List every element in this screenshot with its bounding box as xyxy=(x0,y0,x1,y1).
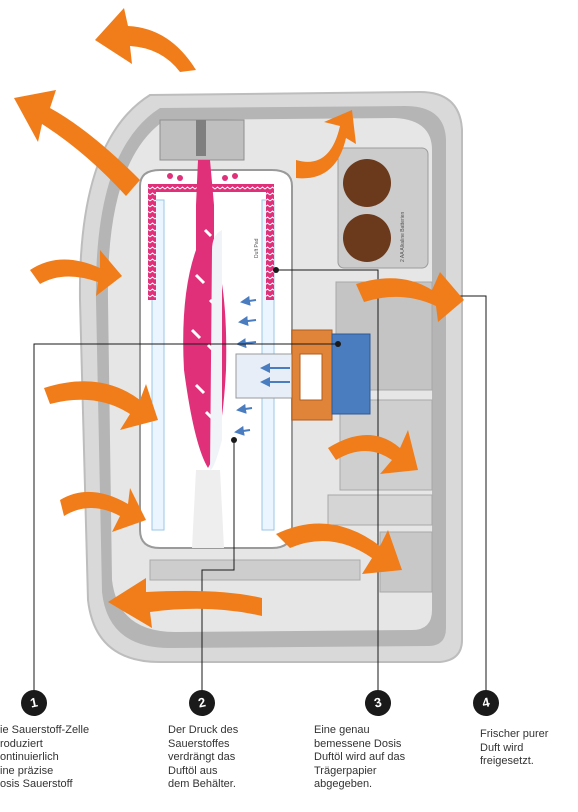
callout-anchor-3 xyxy=(273,267,279,273)
arrow-bottom-left xyxy=(108,578,262,628)
battery-bottom xyxy=(343,214,391,262)
fragrance-wick-right xyxy=(266,188,274,300)
scent-arrows xyxy=(14,8,464,628)
arrow-top-left xyxy=(95,8,196,72)
arrow-top-right xyxy=(296,110,356,179)
canister-neck xyxy=(192,470,224,548)
oxygen-tube xyxy=(235,353,295,399)
top-dots xyxy=(167,173,238,181)
callout-text-3: Eine genau bemessene Dosis Duftöl wird a… xyxy=(314,724,406,790)
oxygen-cell xyxy=(331,333,371,415)
callout-text-1: ie Sauerstoff-Zelle roduziert ontinuierl… xyxy=(0,724,90,790)
inner-pressure-tube xyxy=(210,230,222,470)
pad-label: Duft Pad xyxy=(254,238,260,258)
battery-label: 2 AA Alkaline Batterien xyxy=(400,211,406,262)
callout-text-2: Der Druck des Sauerstoffes verdrängt das… xyxy=(168,724,239,790)
arrow-upper-left xyxy=(14,90,140,196)
top-cap-stem xyxy=(196,120,206,156)
arrow-right-lower xyxy=(328,430,418,474)
arrow-bottom-right xyxy=(276,523,402,574)
fitting-thread xyxy=(299,353,323,401)
callout-anchor-2 xyxy=(231,437,237,443)
bottom-step-2 xyxy=(149,559,361,581)
arrow-left-lower xyxy=(60,488,146,532)
right-panel-base xyxy=(327,494,433,526)
arrow-mid-left xyxy=(30,250,122,296)
callout-text-4: Frischer purer Duft wird freigesetzt. xyxy=(480,728,549,767)
arrow-right-mid xyxy=(356,272,464,322)
battery-top xyxy=(343,159,391,207)
arrow-left-middle xyxy=(44,381,158,430)
fragrance-wick-left xyxy=(148,188,156,300)
